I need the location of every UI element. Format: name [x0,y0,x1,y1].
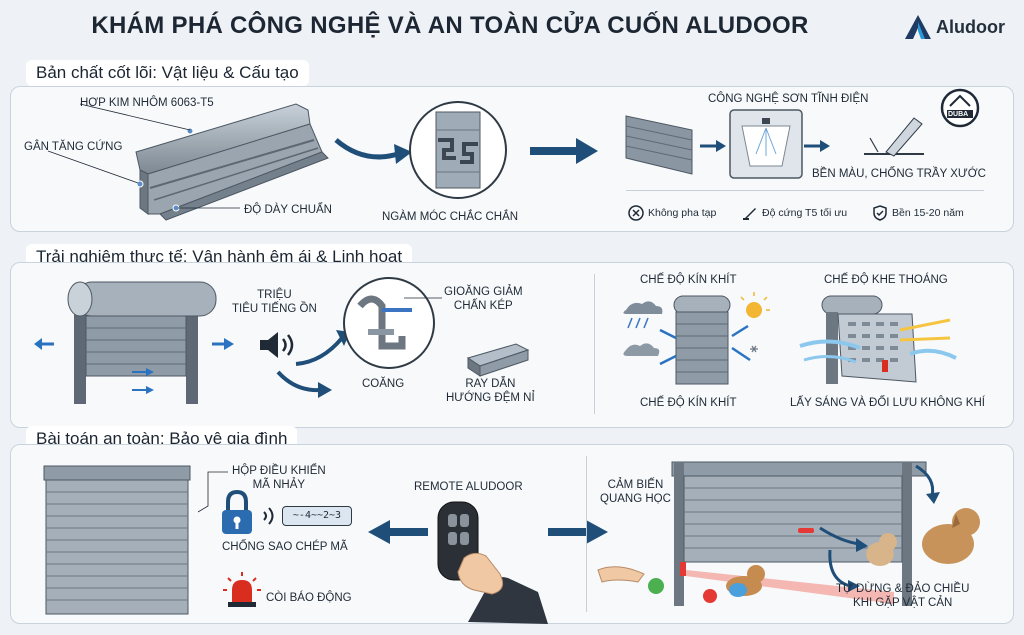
feature-text: Độ cứng T5 tối ưu [762,207,848,219]
page-title: KHÁM PHÁ CÔNG NGHỆ VÀ AN TOÀN CỬA CUỐN A… [91,12,809,39]
slat-stack-illustration [625,115,693,175]
wireless-signal-icon [263,507,274,525]
label-noise-cancel: TRIỆU TIÊU TIẾNG ỒN [232,289,317,316]
label-paint-result: BỀN MÀU, CHỐNG TRẦY XƯỚC [812,168,986,180]
speaker-icon [260,332,294,358]
hardness-icon [743,208,756,220]
feature-text: Bền 15-20 năm [892,207,964,219]
label-mode-closed-title: CHẾ ĐỘ KÍN KHÍT [640,274,737,286]
label-alarm: CÒI BÁO ĐỘNG [266,592,352,604]
pointer-line [197,471,228,513]
label-auto-stop: TỰ DỪNG & ĐẢO CHIỀU KHI GẶP VẬT CẢN [836,583,970,610]
label-alloy: HỢP KIM NHÔM 6063-T5 [80,97,214,109]
aludoor-logo-icon [905,15,931,39]
gasket-detail-illustration [343,277,435,369]
label-coang: COĂNG [362,378,405,390]
label-mode-vent-caption: LẤY SÁNG VÀ ĐỐI LƯU KHÔNG KHÍ [790,397,985,409]
divider [594,274,595,414]
feature-text: Không pha tạp [648,207,717,219]
label-thickness: ĐỘ DÀY CHUẨN [244,204,332,216]
feature-hardness: Độ cứng T5 tối ưu [742,205,847,221]
label-paint-tech: CÔNG NGHỆ SƠN TĨNH ĐIỆN [708,93,869,105]
x-circle-icon [628,205,644,221]
lock-icon [222,489,252,534]
label-rib: GÂN TĂNG CỨNG [24,141,123,153]
hook-detail-illustration [409,101,507,199]
alarm-siren-icon [223,572,261,607]
label-hook: NGÀM MÓC CHẮC CHẮN [382,211,519,223]
label-gasket: GIOĂNG GIẢM CHẤN KÉP [444,286,523,313]
divider [626,190,984,191]
aluminum-profile-illustration [47,103,329,221]
feature-no-impurity: Không pha tạp [628,205,716,221]
flow-arrow-icon [334,138,412,164]
label-mode-vent-title: CHẾ ĐỘ KHE THOÁNG [824,274,948,286]
vent-mode-illustration [799,295,957,384]
flow-arrow-icon [530,138,598,164]
shield-check-icon [873,205,887,221]
closed-door-illustration [43,465,191,615]
remote-control-illustration [437,501,548,624]
brand-logo: Aludoor [904,14,1005,40]
label-remote: REMOTE ALUDOOR [414,481,523,493]
badge-text: DUBA [948,111,969,118]
feature-durability: Bền 15-20 năm [872,205,964,221]
small-arrow-icon [700,140,726,152]
small-arrow-icon [804,140,830,152]
guide-rail-illustration [466,343,530,377]
divider [586,456,587,612]
label-guide-rail: RAY DẪN HƯỚNG ĐỆM NỈ [446,378,535,405]
scratch-test-icon [864,117,924,157]
logo-text: Aludoor [936,16,1005,37]
paint-booth-icon [729,109,803,179]
label-optical-sensor: CẢM BIẾN QUANG HỌC [600,479,671,506]
label-mode-closed-caption: CHẾ ĐỘ KÍN KHÍT [640,397,737,409]
bidirectional-arrows-icon [368,520,608,544]
pointer-line [404,297,442,299]
code-display: ~-4~~2~3 [282,506,352,526]
duba-badge-icon [940,88,980,128]
rolling-door-illustration [34,281,234,404]
flow-arrows-icon [276,330,350,398]
label-anti-copy: CHỐNG SAO CHÉP MÃ [222,541,348,553]
section1-heading: Bản chất cốt lõi: Vật liệu & Cấu tạo [26,60,309,86]
safety-sensor-scene [597,461,980,606]
closed-mode-illustration [623,292,770,385]
label-control-box: HỘP ĐIỀU KHIỂN MÃ NHẢY [232,465,326,492]
